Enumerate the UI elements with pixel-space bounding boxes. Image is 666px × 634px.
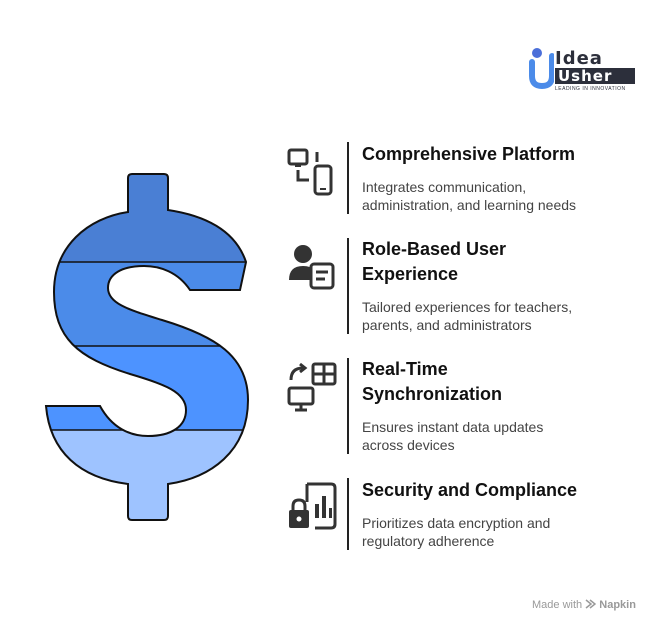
logo-word-bottom: Usher (558, 67, 613, 85)
user-document-icon (289, 245, 335, 290)
divider-1 (347, 142, 349, 214)
item-3-desc-line-1: Ensures instant data updates (362, 419, 544, 435)
item-4-title: Security and Compliance (362, 478, 642, 503)
napkin-logo-icon (585, 599, 597, 609)
item-1-desc-line-2: administration, and learning needs (362, 197, 577, 213)
item-1-desc-line-1: Integrates communication, (362, 179, 527, 195)
item-3-desc: Ensures instant data updates across devi… (362, 418, 642, 454)
item-3-title-line-2: Synchronization (362, 384, 503, 404)
item-4-desc-line-2: regulatory adherence (362, 533, 495, 549)
item-2-desc: Tailored experiences for teachers, paren… (362, 298, 642, 334)
divider-4 (347, 478, 349, 550)
item-3-title-line-1: Real-Time (362, 359, 448, 379)
dollar-band-1 (46, 174, 248, 262)
logo-word-top: Idea (555, 48, 603, 69)
logo-bar (555, 68, 635, 84)
devices-sync-icon (287, 148, 333, 196)
dollar-band-3 (46, 346, 248, 430)
lock-chart-icon (289, 482, 337, 530)
item-2-desc-line-1: Tailored experiences for teachers, (362, 299, 573, 315)
logo-tagline: LEADING IN INNOVATION (555, 86, 626, 92)
item-1-desc: Integrates communication, administration… (362, 178, 642, 214)
made-with-napkin-footer[interactable]: Made with Napkin (532, 599, 636, 611)
item-1-title-line-1: Comprehensive Platform (362, 144, 576, 164)
footer-made-with: Made with (532, 599, 583, 611)
item-3-title: Real-Time Synchronization (362, 357, 642, 407)
item-4-desc: Prioritizes data encryption and regulato… (362, 514, 642, 550)
dollar-band-2 (46, 262, 248, 346)
item-2-title-line-1: Role-Based User (362, 239, 507, 259)
monitor-sync-icon (287, 362, 337, 412)
item-4-title-line-1: Security and Compliance (362, 480, 578, 500)
company-logo: Idea Usher LEADING IN INNOVATION (528, 44, 640, 94)
item-2-title-line-2: Experience (362, 264, 459, 284)
item-4-desc-line-1: Prioritizes data encryption and (362, 515, 551, 531)
item-1-title: Comprehensive Platform (362, 142, 642, 167)
dollar-sign-diagram (45, 173, 249, 521)
item-2-desc-line-2: parents, and administrators (362, 317, 532, 333)
logo-i-mark-icon (529, 48, 554, 90)
item-3-desc-line-2: across devices (362, 437, 455, 453)
divider-2 (347, 238, 349, 334)
footer-brand: Napkin (599, 599, 636, 611)
divider-3 (347, 358, 349, 454)
dollar-band-4 (46, 430, 248, 520)
item-2-title: Role-Based User Experience (362, 237, 642, 287)
